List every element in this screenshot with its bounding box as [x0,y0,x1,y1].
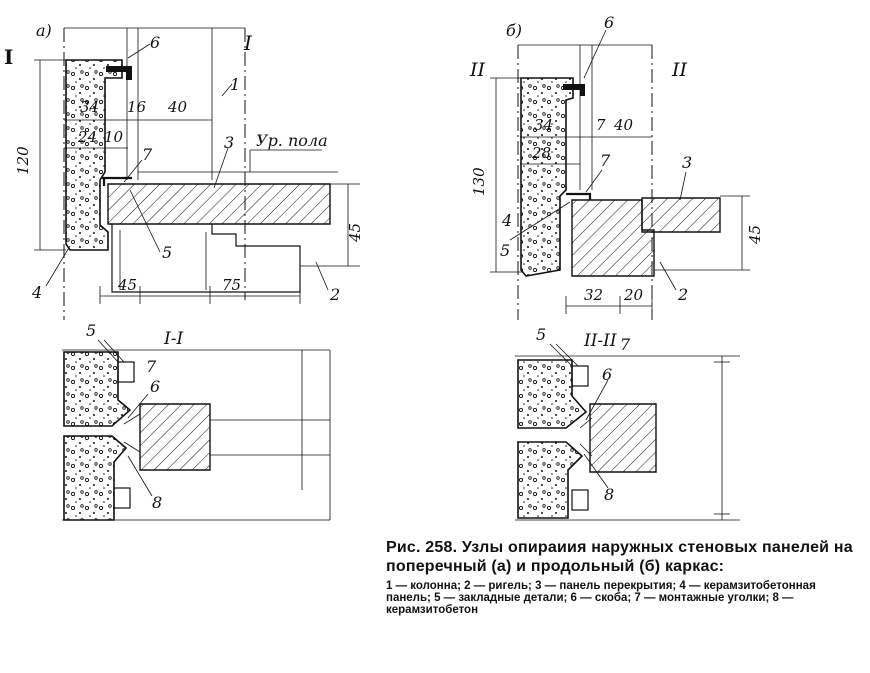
right-labels: б) II II II-II 130 34 7 40 28 45 32 20 6… [469,13,764,504]
dim-32-right: 32 [584,286,603,304]
callout-5-right-section: 5 [536,325,546,344]
callout-1: 1 [230,75,240,94]
callout-6-section: 6 [150,377,160,396]
section-title-II-II: II-II [583,331,617,351]
dim-28-right: 28 [531,144,551,162]
panel-letter-a: а) [36,21,52,40]
dim-75: 75 [222,276,241,294]
callout-2-right: 2 [677,285,688,304]
callout-5-right: 5 [500,241,510,260]
dim-20-right: 20 [623,286,644,304]
right-elevation [490,29,750,320]
dim-40: 40 [167,98,188,116]
beam-section-right [589,403,657,473]
column-section [139,403,211,471]
dim-7-right: 7 [596,116,606,134]
callout-7: 7 [142,145,153,164]
left-section [62,339,331,521]
callout-6: 6 [150,33,160,52]
callout-3-right: 3 [682,153,692,172]
dim-45-vertical: 45 [346,223,364,243]
wall-panel-section-top [63,351,132,427]
section-mark-II-left: II [469,59,486,81]
dim-16: 16 [127,98,147,116]
callout-7-section: 7 [146,357,157,376]
section-title-I-I: I-I [163,329,183,349]
floor-slab-3 [107,183,331,225]
callout-4: 4 [31,283,42,302]
dim-24: 24 [77,128,97,146]
floor-slab-3-right [641,197,721,233]
dim-120: 120 [14,146,32,175]
section-mark-I-left: I [4,45,13,69]
wall-panel-right-section-top [517,359,588,429]
dim-45-right: 45 [746,225,764,245]
callout-6-right: 6 [604,13,614,32]
callout-2: 2 [329,285,340,304]
section-mark-I-right: I [243,31,253,55]
dim-10: 10 [104,128,124,146]
callout-7-right: 7 [600,151,611,170]
wall-panel-section-bottom [63,435,128,521]
dim-40-right: 40 [613,116,634,134]
callout-3: 3 [224,133,234,152]
right-section [515,343,740,521]
left-labels: а) I I I-I Ур. пола 120 34 16 40 24 10 4… [4,21,364,512]
wall-panel-4 [65,59,123,251]
section-mark-II-right: II [671,59,688,81]
dim-130: 130 [470,167,488,196]
floor-level-label: Ур. пола [256,131,328,150]
left-elevation [34,27,360,320]
dim-34: 34 [80,98,99,116]
caption-legend: 1 — колонна; 2 — ригель; 3 — панель пере… [386,580,816,616]
callout-7-right-section: 7 [620,335,631,354]
panel-letter-b: б) [506,21,522,40]
figure-caption: Рис. 258. Узлы опираиия наружных стеновы… [386,538,856,616]
callout-5-section: 5 [86,321,96,340]
caption-title: Рис. 258. Узлы опираиия наружных стеновы… [386,539,853,575]
callout-5: 5 [162,243,172,262]
dim-45-horizontal: 45 [117,276,137,294]
callout-4-right: 4 [501,211,512,230]
wall-panel-4-right [520,77,574,277]
wall-panel-right-section-bottom [517,441,584,519]
callout-8-section: 8 [152,493,162,512]
callout-6-right-section: 6 [602,365,612,384]
dim-34-right: 34 [534,116,553,134]
callout-8-right-section: 8 [604,485,614,504]
